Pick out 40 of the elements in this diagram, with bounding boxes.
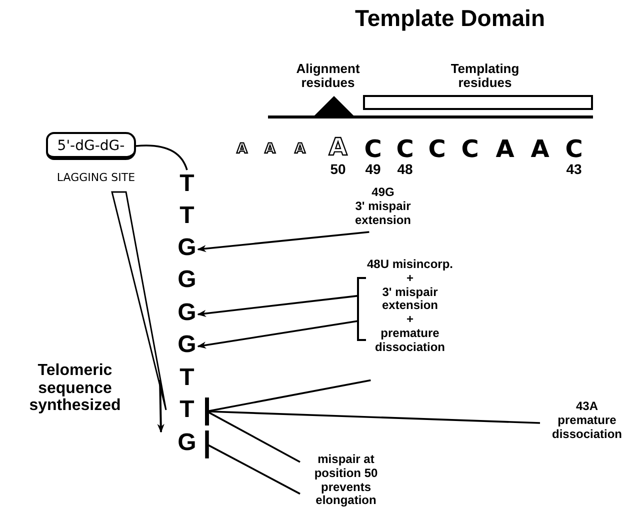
residue-letter: C [363,136,383,162]
residue-letter: A [235,142,250,158]
position-number: 50 [329,162,347,178]
site-label: LAGGING SITE [56,172,136,184]
arrow [197,231,370,252]
region-label: Alignment residues [295,62,361,91]
residue-letter: A [327,134,349,160]
annotation: mispair at position 50 prevents elongation [296,453,396,513]
inhibition-line [205,430,300,495]
sequence-letter: T [176,202,198,230]
sequence-letter: G [176,299,198,327]
sequence-letter: T [176,170,198,198]
annotation: 48U misincorp. + 3' mispair extension + premature dissociation [356,258,454,384]
sequence-letter: G [176,331,198,359]
sequence-letter: G [176,266,198,294]
sequence-letter: G [176,234,198,262]
residue-letter: C [427,136,447,162]
residue-letter: A [530,136,550,162]
residue-letter: C [395,136,415,162]
annotation: 49G 3' mispair extension [337,186,429,232]
arrow [197,320,358,349]
region-label: Templating residues [450,62,520,91]
residue-letter: C [460,136,480,162]
annotation: 43A premature dissociation [540,400,634,446]
position-number: 48 [396,162,414,178]
title: Template Domain [354,6,546,32]
residue-letter: A [293,142,308,158]
sequence-letter: T [176,396,198,424]
side-label: Telomeric sequence synthesized [28,362,122,415]
position-number: 43 [565,162,583,178]
residue-letter: C [564,136,584,162]
arrow [197,294,358,318]
primer-scroll: 5'-dG-dG- [46,132,136,160]
residue-letter: A [263,142,278,158]
connector-line [136,144,188,170]
residue-letter: A [494,136,516,162]
sequence-letter: T [176,364,198,392]
inhibition-line [205,397,300,463]
sequence-letter: G [176,429,198,457]
position-number: 49 [364,162,382,178]
